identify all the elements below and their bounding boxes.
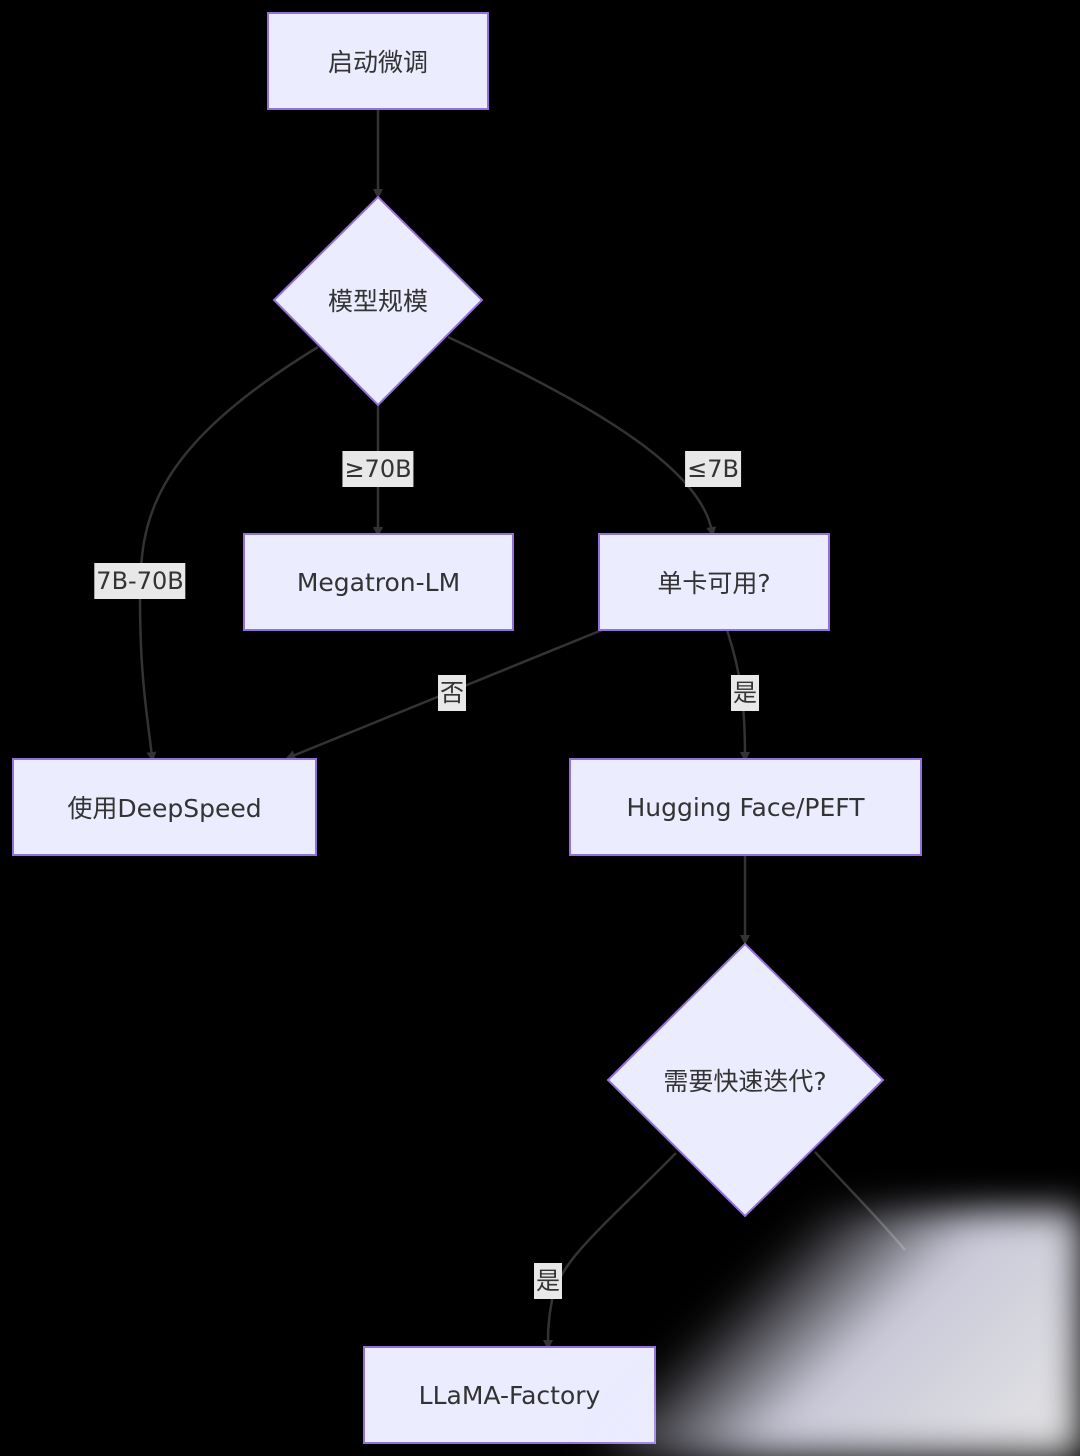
node-hf-peft: Hugging Face/PEFT <box>569 758 922 856</box>
node-single-card: 单卡可用? <box>598 533 830 631</box>
edge-label-ge70b: ≥70B <box>342 451 414 487</box>
node-llama-factory: LLaMA-Factory <box>363 1346 656 1444</box>
label-model-scale: 模型规模 <box>327 287 429 316</box>
edge-fastiter-to-llama <box>543 1152 677 1350</box>
edge-scale-to-singlecard <box>447 335 717 537</box>
label-fast-iter: 需要快速迭代? <box>663 1067 827 1096</box>
edge-label-yes-singlecard: 是 <box>731 675 759 711</box>
edge-label-yes-fastiter: 是 <box>534 1263 562 1299</box>
node-megatron: Megatron-LM <box>243 533 514 631</box>
node-deepspeed: 使用DeepSpeed <box>12 758 317 856</box>
edge-label-7b-70b: 7B-70B <box>94 563 186 599</box>
edge-fastiter-to-other <box>814 1151 906 1251</box>
edge-label-le7b: ≤7B <box>685 451 741 487</box>
edge-label-no: 否 <box>438 675 466 711</box>
node-start: 启动微调 <box>267 12 489 110</box>
diamond-model-scale <box>272 195 484 407</box>
